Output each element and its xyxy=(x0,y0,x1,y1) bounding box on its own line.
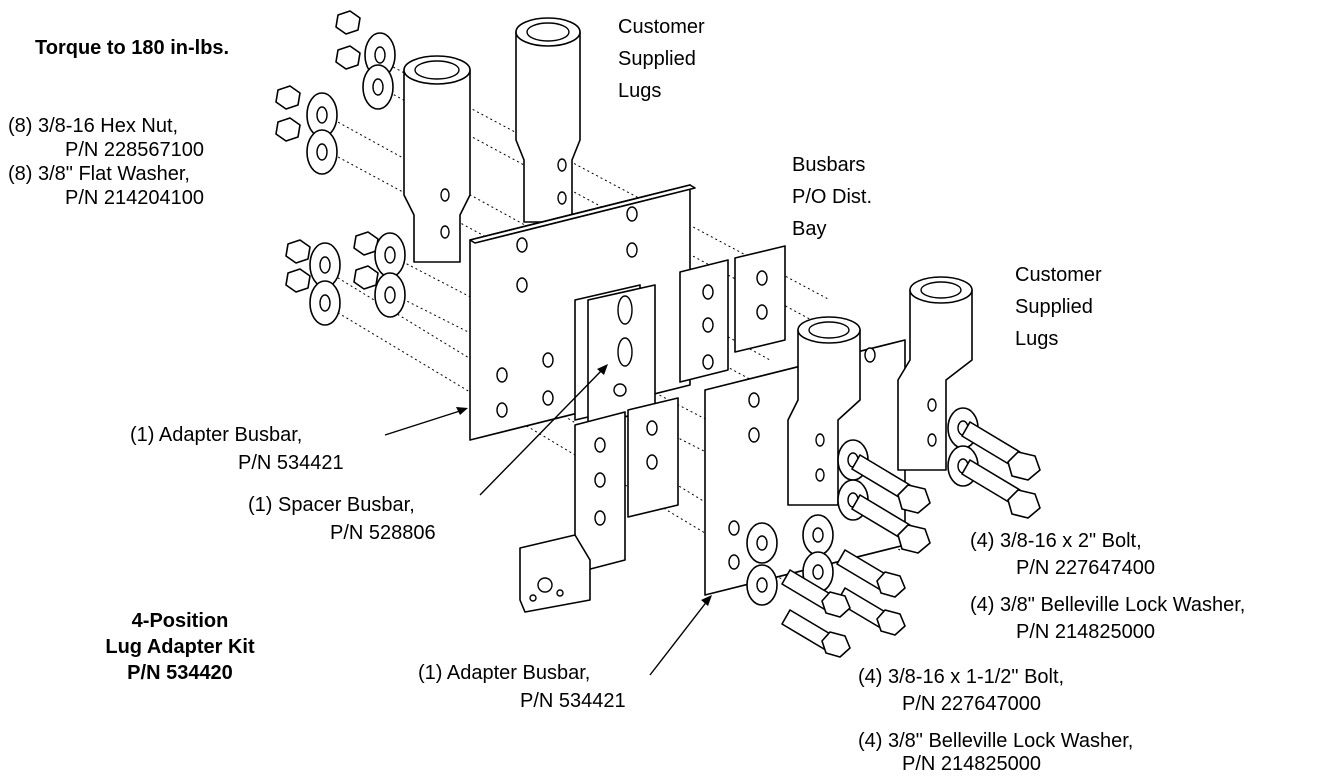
belleville-washer-b-label: (4) 3/8" Belleville Lock Washer, xyxy=(858,730,1134,752)
belleville-washer-a-part-number: P/N 214825000 xyxy=(1016,621,1156,643)
adapter-busbar-upper-label: (1) Adapter Busbar, xyxy=(130,424,303,446)
adapter-busbar-upper-part-number: P/N 534421 xyxy=(238,452,344,474)
busbars-label-line3: Bay xyxy=(792,218,827,240)
bolt-1-1-2in-label: (4) 3/8-16 x 1-1/2" Bolt, xyxy=(858,666,1065,688)
spacer-busbar-part-number: P/N 528806 xyxy=(330,522,436,544)
adapter-busbar-lower-label: (1) Adapter Busbar, xyxy=(418,662,591,684)
customer-lug-right-top xyxy=(515,17,581,223)
flat-washer-part-number: P/N 214204100 xyxy=(65,187,205,209)
customer-lugs-right-line3: Lugs xyxy=(1015,328,1059,350)
busbars-label-line1: Busbars xyxy=(792,154,866,176)
busbars-label-line2: P/O Dist. xyxy=(792,186,873,208)
bolt-1-1-2in-part-number: P/N 227647000 xyxy=(902,693,1042,715)
bolt-2in-label: (4) 3/8-16 x 2" Bolt, xyxy=(970,530,1142,552)
customer-lugs-right-line2: Supplied xyxy=(1015,296,1093,318)
customer-lugs-right-line1: Customer xyxy=(1015,264,1102,286)
distribution-bay-busbars xyxy=(679,245,786,383)
bolt-2in-part-number: P/N 227647400 xyxy=(1016,557,1156,579)
kit-title-line3: P/N 534420 xyxy=(127,662,233,684)
customer-lugs-top-line1: Customer xyxy=(618,16,705,38)
torque-note: Torque to 180 in-lbs. xyxy=(35,37,230,59)
kit-title-line2: Lug Adapter Kit xyxy=(105,636,255,658)
kit-title-line1: 4-Position xyxy=(131,610,229,632)
bolt-and-belleville-washers xyxy=(746,407,1041,658)
spacer-busbar xyxy=(574,284,656,426)
customer-lug-right-b xyxy=(897,276,973,471)
customer-lugs-top-line3: Lugs xyxy=(618,80,662,102)
customer-lugs-top-line2: Supplied xyxy=(618,48,696,70)
hex-nut-part-number: P/N 228567100 xyxy=(65,139,205,161)
belleville-washer-a-label: (4) 3/8" Belleville Lock Washer, xyxy=(970,594,1246,616)
hex-nut-and-washer-stack xyxy=(275,10,406,326)
customer-lug-left-top xyxy=(403,55,471,263)
bracket-busbars-lower xyxy=(519,397,679,613)
hex-nut-label: (8) 3/8-16 Hex Nut, xyxy=(8,115,179,137)
customer-lug-right-a xyxy=(787,316,861,506)
flat-washer-label: (8) 3/8" Flat Washer, xyxy=(8,163,190,185)
adapter-busbar-lower-part-number: P/N 534421 xyxy=(520,690,626,712)
callout-leaders xyxy=(384,364,712,676)
spacer-busbar-label: (1) Spacer Busbar, xyxy=(248,494,415,516)
belleville-washer-b-part-number: P/N 214825000 xyxy=(902,753,1042,775)
